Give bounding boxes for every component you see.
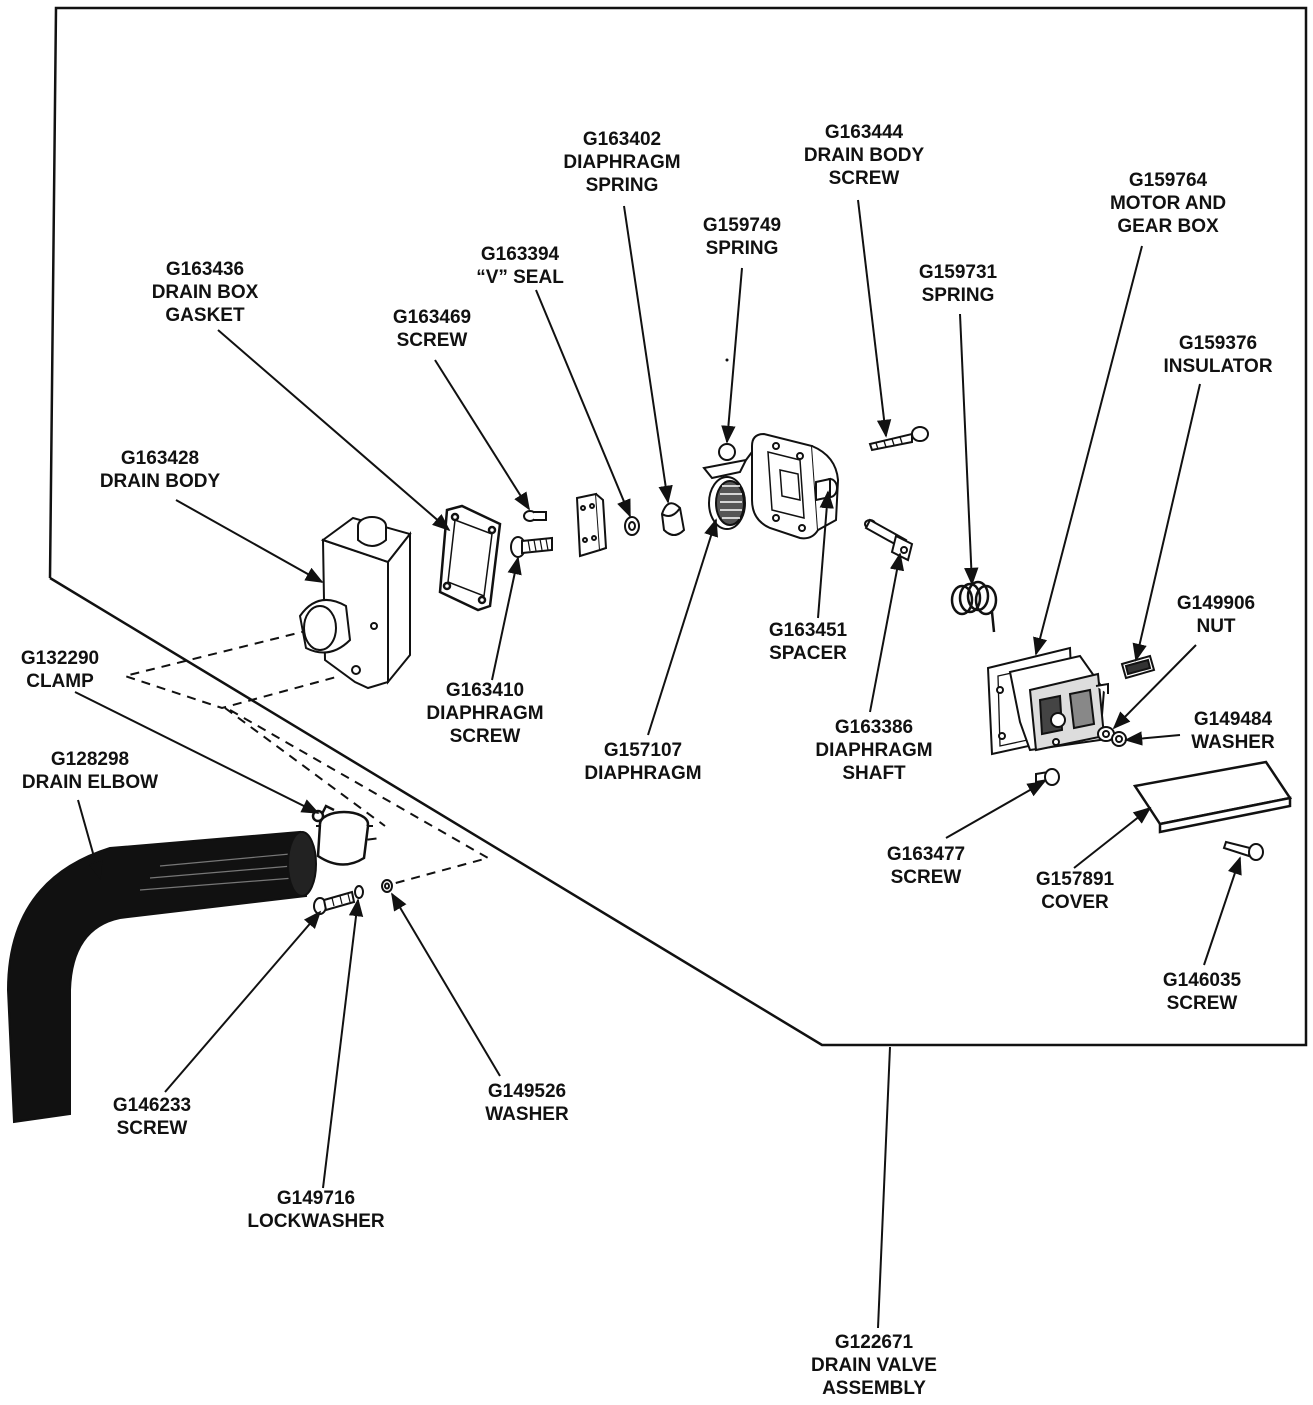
leader-diaphragm — [647, 518, 718, 736]
leader-drain-valve-assembly — [877, 1046, 891, 1329]
diaphragm-spring-part — [660, 502, 686, 536]
leader-drain-body — [175, 499, 324, 583]
drain-box-gasket-part — [438, 504, 502, 612]
leader-lines — [74, 199, 1242, 1329]
leader-diaphragm-shaft — [869, 552, 905, 713]
v-seal-part — [624, 516, 640, 536]
leader-washer-149526 — [391, 892, 501, 1077]
leader-screw-163477 — [945, 781, 1046, 839]
insulator-part — [1120, 654, 1156, 680]
leader-drain-body-screw — [857, 199, 892, 438]
diaphragm-screw-part — [510, 536, 553, 558]
leader-motor-gear-box — [1033, 245, 1143, 656]
drain-elbow-part — [6, 830, 317, 1124]
screw-163469-part — [523, 510, 547, 522]
elbow-hardware-part — [313, 879, 393, 915]
motor-gear-box-part — [986, 646, 1109, 756]
leader-screw-146035 — [1203, 856, 1242, 966]
leader-drain-elbow — [77, 799, 103, 880]
cover-part — [1132, 760, 1293, 834]
diaphragm-part — [708, 476, 746, 530]
speck — [725, 358, 729, 362]
leader-nut — [1112, 644, 1197, 730]
leader-spacer — [817, 490, 834, 619]
screw-163477-part — [1035, 768, 1060, 786]
leader-cover — [1073, 806, 1152, 869]
leader-lockwasher — [322, 898, 364, 1189]
leader-washer-149484 — [1124, 731, 1181, 746]
leader-diaphragm-spring — [623, 205, 673, 504]
clamp-part — [311, 804, 370, 866]
leader-drain-box-gasket — [217, 329, 451, 532]
leader-spring-159731 — [959, 313, 979, 586]
screw-146035-part — [1222, 840, 1264, 861]
spring-159731-part — [950, 580, 998, 633]
spring-159749-part — [702, 443, 753, 480]
label-v-seal: G163394“V” SEAL — [476, 244, 564, 288]
leader-v-seal — [535, 289, 631, 518]
retainer-plate-part — [575, 492, 608, 558]
leader-insulator — [1132, 383, 1201, 662]
leader-screw-163469 — [434, 359, 530, 511]
assembly-boundary — [48, 6, 1308, 1047]
leader-diaphragm-screw — [491, 556, 522, 681]
nut-washer-part — [1097, 726, 1127, 747]
drain-body-part — [298, 516, 412, 690]
leader-screw-146233 — [164, 910, 322, 1093]
leader-spring-159749 — [721, 267, 743, 444]
drain-body-screw-part — [868, 426, 929, 452]
leader-clamp — [74, 691, 320, 814]
diaphragm-shaft-part — [864, 518, 914, 562]
